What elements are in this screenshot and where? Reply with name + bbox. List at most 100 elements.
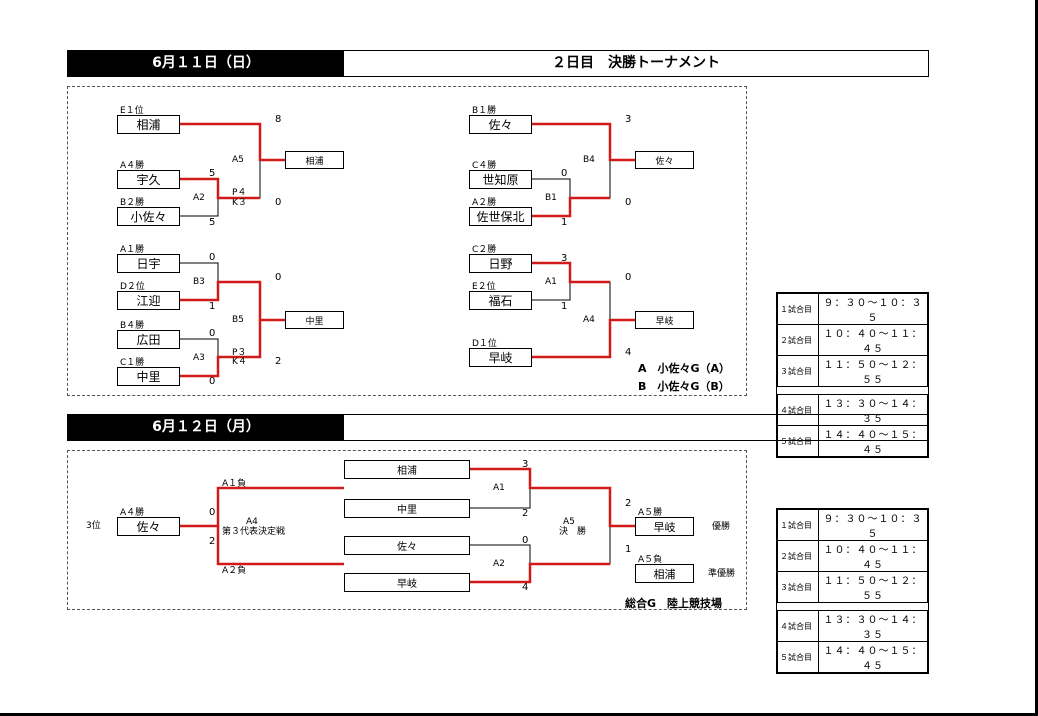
seed-label: A１勝 (120, 245, 145, 255)
seed-label: D２位 (120, 282, 145, 292)
runnerup-box: 相浦 (635, 564, 694, 583)
pk-score-k: K４ (232, 357, 247, 367)
game-time: ９：３０～１０：３５ (818, 293, 928, 325)
seed-label: A４勝 (120, 508, 145, 518)
team-box: 日野 (469, 254, 532, 273)
day1-header: 6月１１日（日） ２日目 決勝トーナメント (67, 50, 929, 77)
pk-score-k: K３ (232, 198, 247, 208)
game-no: ３試合目 (777, 355, 819, 387)
game-code: A4 (246, 517, 258, 527)
game-code: A3 (193, 353, 205, 363)
seed-label: E２位 (472, 282, 496, 292)
game-code: A5 (232, 155, 244, 165)
game-desc: 第３代表決定戦 (222, 527, 286, 537)
game-code: B1 (545, 193, 557, 203)
game-code: B3 (193, 277, 205, 287)
team-box: 江迎 (117, 291, 180, 310)
team-box: 早岐 (469, 348, 532, 367)
game-time: １１：５０～１２：５５ (818, 571, 928, 603)
score: 0 (275, 197, 282, 208)
team-box: 佐世保北 (469, 207, 532, 226)
winner-box: 相浦 (285, 151, 344, 169)
day2-date: 6月１２日（月） (68, 415, 344, 440)
score: 2 (209, 536, 216, 547)
game-time: １１：５０～１２：５５ (818, 355, 928, 387)
seed-label: C２勝 (472, 245, 497, 255)
team-box: 中里 (117, 367, 180, 386)
venue-a: A 小佐々G（A） (638, 362, 731, 375)
champion-label: 優勝 (712, 522, 731, 532)
team-box: 相浦 (344, 460, 470, 479)
team-box: 小佐々 (117, 207, 180, 226)
game-code: A2 (193, 193, 205, 203)
final-desc: 決 勝 (559, 527, 587, 537)
game-no: １試合目 (777, 293, 819, 325)
score: 3 (522, 459, 529, 470)
seed-label: B１勝 (472, 106, 497, 116)
upper-source: A１負 (222, 479, 247, 489)
winner-box: 中里 (285, 311, 344, 329)
team-box: 早岐 (344, 573, 470, 592)
game-time: １０：４０～１１：４５ (818, 324, 928, 356)
game-no: ３試合目 (777, 571, 819, 603)
day1-bracket-area (67, 86, 747, 396)
game-time: １３：３０～１４：３５ (818, 394, 928, 426)
score: 8 (275, 114, 282, 125)
score: 2 (275, 356, 282, 367)
day2-bracket-area (67, 450, 747, 610)
team-box: 佐々 (117, 517, 180, 536)
score: 0 (522, 535, 529, 546)
pk-score-p: P３ (232, 348, 247, 358)
seed-label: A４勝 (120, 161, 145, 171)
seed-label: C４勝 (472, 161, 497, 171)
venue-b: B 小佐々G（B） (638, 380, 730, 393)
team-box: 中里 (344, 499, 470, 518)
champion-box: 早岐 (635, 517, 694, 536)
team-box: 佐々 (469, 115, 532, 134)
game-no: ２試合目 (777, 540, 819, 572)
score: 1 (209, 301, 216, 312)
team-box: 広田 (117, 330, 180, 349)
score: 0 (625, 197, 632, 208)
score: 5 (209, 168, 216, 179)
day1-date: 6月１１日（日） (68, 51, 344, 76)
game-time: １３：３０～１４：３５ (818, 610, 928, 642)
game-code: A4 (583, 315, 595, 325)
game-code: B4 (583, 155, 595, 165)
score: 0 (209, 252, 216, 263)
score: 3 (625, 114, 632, 125)
score: 2 (522, 508, 529, 519)
seed-label: C１勝 (120, 358, 145, 368)
day2-venue: 総合G 陸上競技場 (625, 597, 723, 610)
score: 0 (561, 168, 568, 179)
pk-score-p: P４ (232, 188, 247, 198)
day1-title: ２日目 決勝トーナメント (552, 55, 720, 71)
game-code: A1 (493, 483, 505, 493)
lower-source: A２負 (222, 566, 247, 576)
game-no: ５試合目 (777, 641, 819, 673)
winner-box: 佐々 (635, 151, 694, 169)
runnerup-label: 準優勝 (708, 569, 736, 579)
score: 1 (561, 301, 568, 312)
score: 4 (522, 582, 529, 593)
game-no: ２試合目 (777, 324, 819, 356)
game-code: A1 (545, 277, 557, 287)
game-time: ９：３０～１０：３５ (818, 509, 928, 541)
score: 0 (209, 507, 216, 518)
winner-box: 早岐 (635, 311, 694, 329)
seed-label: A２勝 (472, 198, 497, 208)
game-time: １４：４０～１５：４５ (818, 425, 928, 457)
